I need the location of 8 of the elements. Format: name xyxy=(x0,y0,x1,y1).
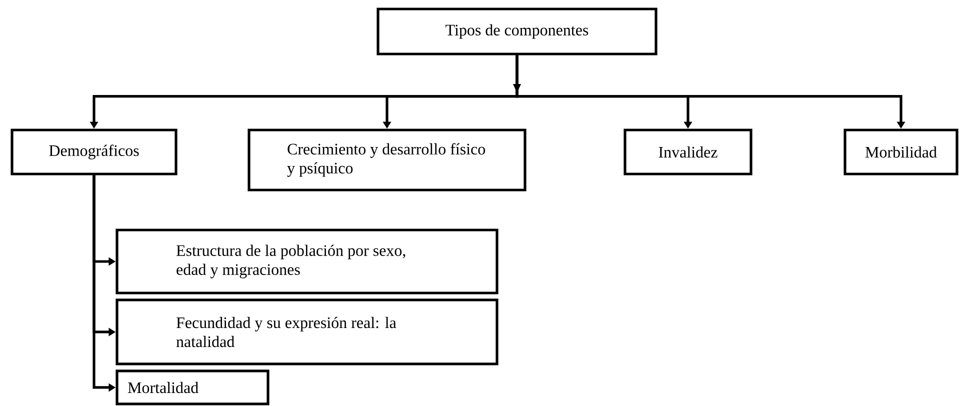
box: Invalidez xyxy=(624,128,752,176)
box: Estructura de la población por sexo, edad y migraciones xyxy=(116,228,498,294)
box: Crecimiento y desarrollo físico y psíquico xyxy=(248,128,526,192)
box: Demográficos xyxy=(10,128,178,176)
box: Fecundidad y su expresión real: la natalidad xyxy=(116,298,498,366)
box: Tipos de componentes xyxy=(376,8,658,56)
box: Mortalidad xyxy=(116,370,270,406)
box: Morbilidad xyxy=(844,128,958,176)
